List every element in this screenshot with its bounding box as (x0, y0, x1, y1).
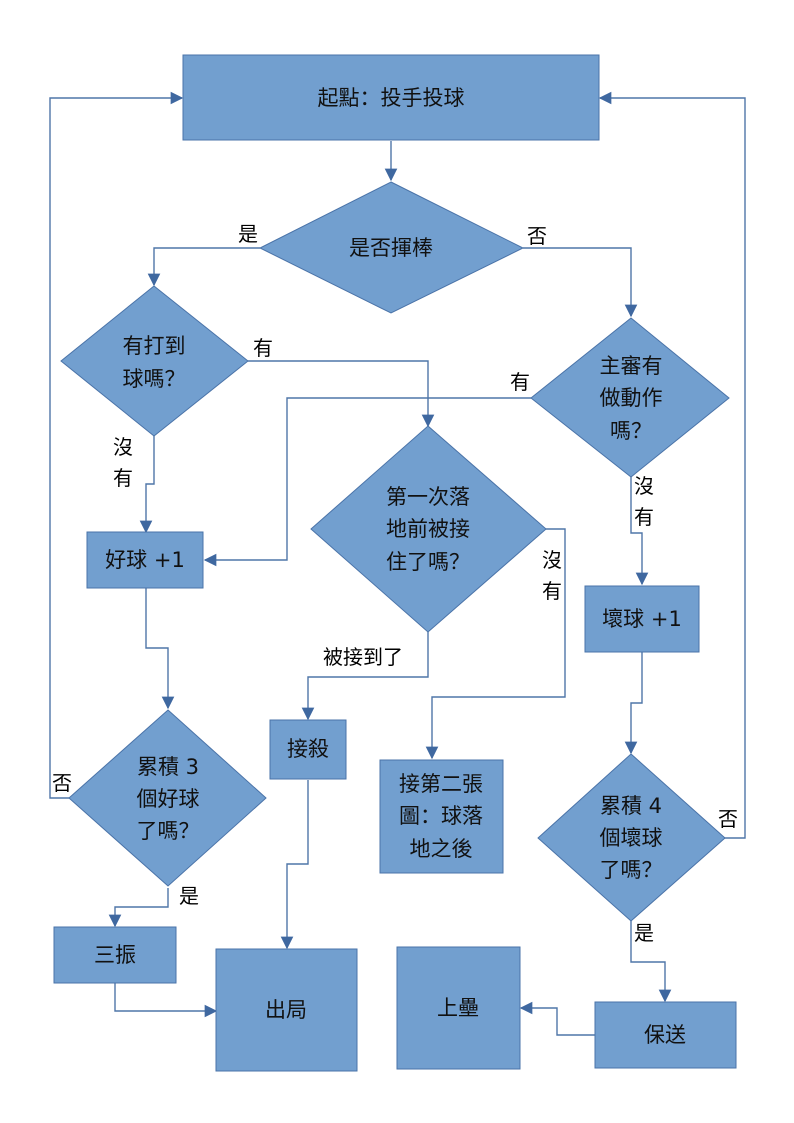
label-caught-no-2: 有 (542, 579, 562, 603)
node-ball-label: 壞球 +1 (602, 607, 682, 631)
node-walk-label: 保送 (644, 1023, 686, 1047)
node-start: 起點：投手投球 (182, 54, 600, 141)
node-on-base: 上壘 (396, 946, 521, 1070)
node-strike: 好球 +1 (86, 531, 204, 589)
label-umpire-yes: 有 (510, 370, 530, 394)
node-three-strikes: 累積 3 個好球 了嗎？ (68, 709, 267, 887)
label-caught-yes: 被接到了 (323, 645, 403, 669)
node-on-base-label: 上壘 (437, 996, 479, 1020)
label-hit-yes: 有 (253, 336, 273, 360)
node-strikeout: 三振 (53, 926, 177, 984)
node-caught-label-3: 住了嗎？ (386, 550, 470, 574)
node-caught: 第一次落 地前被接 住了嗎？ (310, 425, 547, 633)
edge-hit-yes-to-caught (248, 360, 435, 428)
label-swing-yes: 是 (238, 222, 258, 246)
node-three-strikes-label-2: 個好球 (137, 787, 200, 811)
edge-flyout-to-out (280, 780, 309, 950)
node-umpire-label-3: 嗎？ (610, 419, 652, 443)
node-flyout-label: 接殺 (287, 737, 329, 761)
node-out: 出局 (215, 948, 358, 1072)
edge-three-no-to-start (49, 91, 184, 799)
node-umpire: 主審有 做動作 嗎？ (530, 317, 730, 478)
node-walk: 保送 (594, 1001, 737, 1069)
node-caught-label-1: 第一次落 (386, 485, 470, 509)
node-ball: 壞球 +1 (584, 585, 700, 653)
edge-strikeout-to-out (114, 983, 218, 1018)
node-next-label-1: 接第二張 (399, 772, 483, 796)
node-next: 接第二張 圖：球落 地之後 (379, 759, 504, 874)
edge-labels: 是 否 有 沒 有 有 沒 有 被接到了 沒 有 否 是 否 是 (52, 222, 738, 945)
edge-strike-to-three (145, 588, 175, 710)
edge-caught-no-to-next (425, 528, 566, 760)
label-three-no: 否 (52, 771, 72, 795)
node-three-strikes-label-1: 累積 3 (137, 755, 199, 779)
edge-swing-yes-to-hit (147, 247, 260, 287)
node-strikeout-label: 三振 (94, 943, 136, 967)
node-strike-label: 好球 +1 (105, 548, 185, 572)
node-out-label: 出局 (265, 998, 307, 1022)
label-caught-no-1: 沒 (542, 548, 562, 572)
edge-three-yes-to-strikeout (108, 888, 169, 928)
label-umpire-no-1: 沒 (634, 474, 654, 498)
edge-umpire-no-to-ball (630, 477, 649, 586)
node-four-balls: 累積 4 個壞球 了嗎？ (537, 753, 726, 922)
edge-ball-to-four (624, 652, 643, 755)
node-next-label-3: 地之後 (410, 837, 473, 861)
label-four-yes: 是 (634, 921, 654, 945)
node-hit-label-1: 有打到 (123, 334, 186, 358)
node-swing: 是否揮棒 (258, 181, 525, 314)
node-four-balls-label-2: 個壞球 (600, 826, 663, 850)
node-flyout: 接殺 (269, 719, 347, 780)
node-next-label-2: 圖：球落 (399, 804, 483, 828)
edge-four-yes-to-walk (630, 921, 672, 1003)
label-hit-no-1: 沒 (113, 435, 133, 459)
node-swing-label: 是否揮棒 (349, 236, 433, 260)
node-umpire-label-1: 主審有 (600, 354, 663, 378)
connectors (49, 91, 746, 1036)
node-caught-label-2: 地前被接 (386, 517, 470, 541)
label-umpire-no-2: 有 (634, 505, 654, 529)
label-hit-no-2: 有 (113, 466, 133, 490)
edge-hit-no-to-strike (139, 436, 155, 534)
node-three-strikes-label-3: 了嗎？ (137, 819, 200, 843)
label-swing-no: 否 (527, 224, 547, 248)
edge-swing-no-to-umpire (523, 247, 638, 318)
edge-caught-yes-to-flyout (301, 632, 429, 721)
node-hit-label-2: 球嗎？ (123, 367, 186, 391)
node-umpire-label-2: 做動作 (600, 386, 663, 410)
edge-umpire-yes-to-strike (203, 397, 531, 567)
node-four-balls-label-1: 累積 4 (600, 794, 662, 818)
edge-four-no-to-start (598, 91, 746, 839)
edge-walk-to-onbase (519, 1001, 595, 1036)
label-three-yes: 是 (179, 884, 199, 908)
node-start-label: 起點：投手投球 (318, 86, 465, 110)
node-hit: 有打到 球嗎？ (60, 285, 249, 437)
label-four-no: 否 (718, 807, 738, 831)
node-four-balls-label-3: 了嗎？ (600, 858, 663, 882)
